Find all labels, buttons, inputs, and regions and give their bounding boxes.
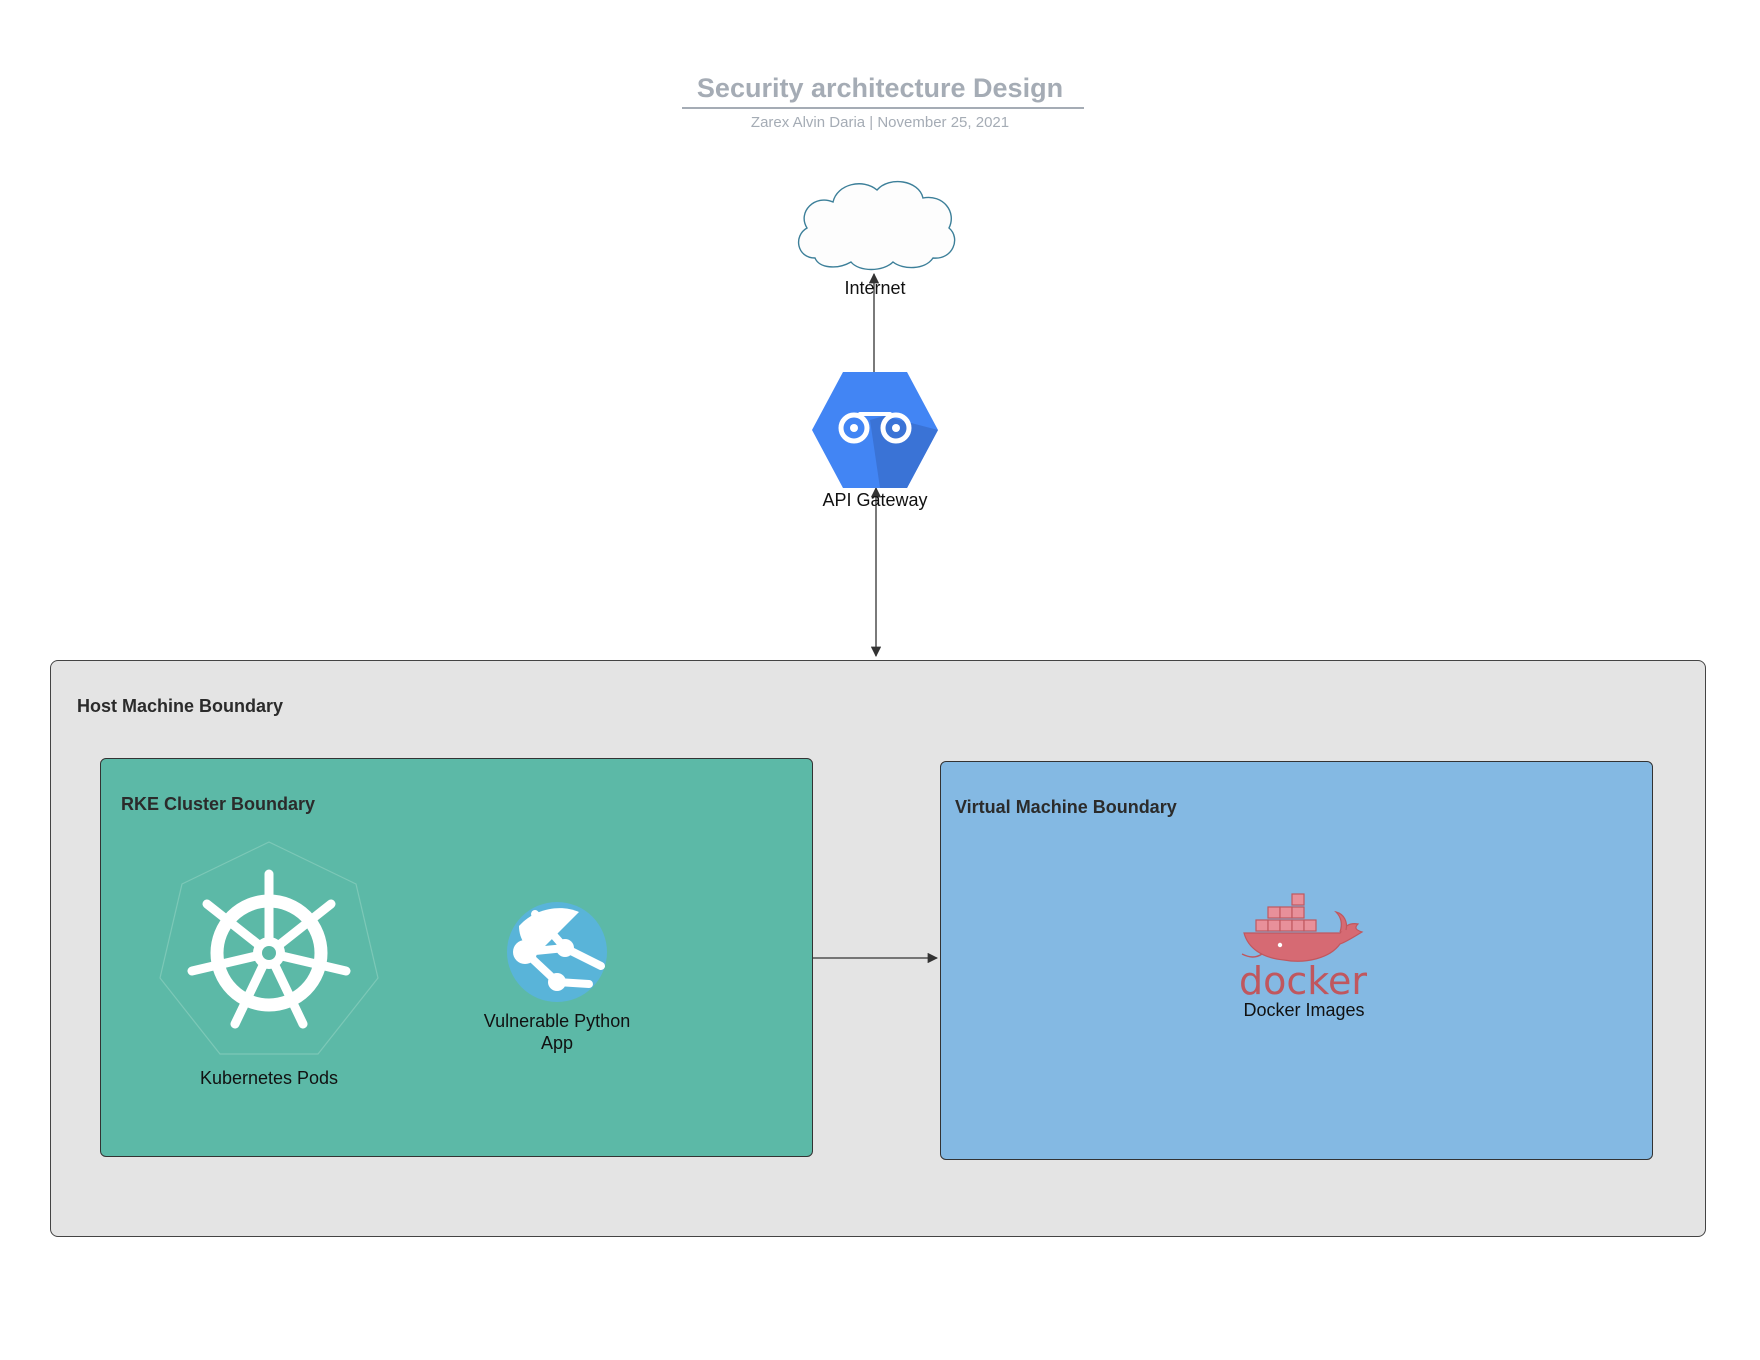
diagram-subtitle: Zarex Alvin Daria | November 25, 2021	[750, 114, 1010, 131]
title-underline	[682, 107, 1084, 109]
docker-icon[interactable]	[1240, 892, 1366, 962]
svg-text:docker: docker	[1239, 959, 1367, 1003]
web-app-icon[interactable]	[505, 900, 609, 1004]
kubernetes-icon[interactable]	[158, 840, 380, 1060]
internet-label: Internet	[844, 278, 906, 298]
rke-boundary-title: RKE Cluster Boundary	[121, 794, 316, 814]
api-gateway-icon[interactable]	[810, 372, 940, 488]
docker-images-label: Docker Images	[1243, 1000, 1365, 1020]
host-boundary-title: Host Machine Boundary	[77, 696, 284, 716]
api-gateway-label: API Gateway	[822, 490, 928, 510]
vm-boundary-title: Virtual Machine Boundary	[955, 797, 1177, 817]
diagram-title: Security architecture Design	[696, 73, 1064, 103]
kubernetes-pods-label: Kubernetes Pods	[199, 1068, 339, 1088]
virtual-machine-boundary[interactable]: Virtual Machine Boundary	[940, 761, 1653, 1160]
cloud-icon[interactable]	[793, 176, 959, 272]
docker-logo-text: docker	[1239, 959, 1367, 1003]
python-app-label: Vulnerable Python App	[483, 1011, 631, 1053]
